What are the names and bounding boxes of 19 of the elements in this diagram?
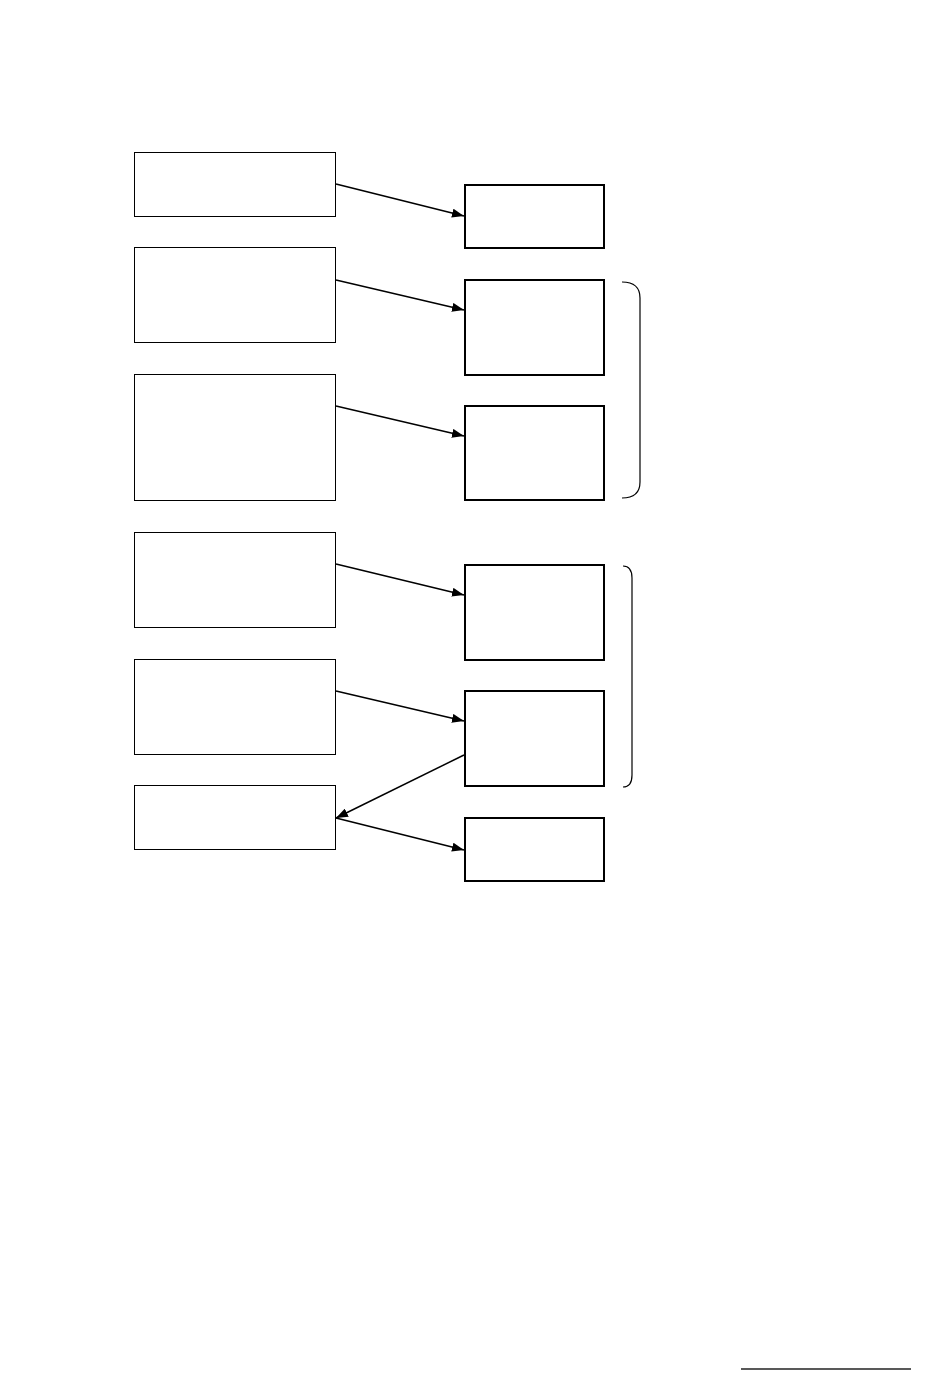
empty-box [134, 659, 336, 755]
arrow [335, 563, 465, 597]
arrow [335, 405, 465, 438]
empty-box [464, 279, 605, 376]
arrow [335, 817, 465, 852]
empty-box [134, 374, 336, 501]
empty-box [464, 817, 605, 882]
empty-box [464, 405, 605, 501]
empty-box [134, 532, 336, 628]
arrow [335, 690, 465, 723]
empty-box [464, 184, 605, 249]
empty-box [464, 690, 605, 787]
arrow [335, 183, 465, 218]
arrow [335, 754, 465, 819]
arrow [335, 279, 465, 312]
empty-box [134, 152, 336, 217]
empty-box [134, 785, 336, 850]
empty-box [464, 564, 605, 661]
empty-box [134, 247, 336, 343]
